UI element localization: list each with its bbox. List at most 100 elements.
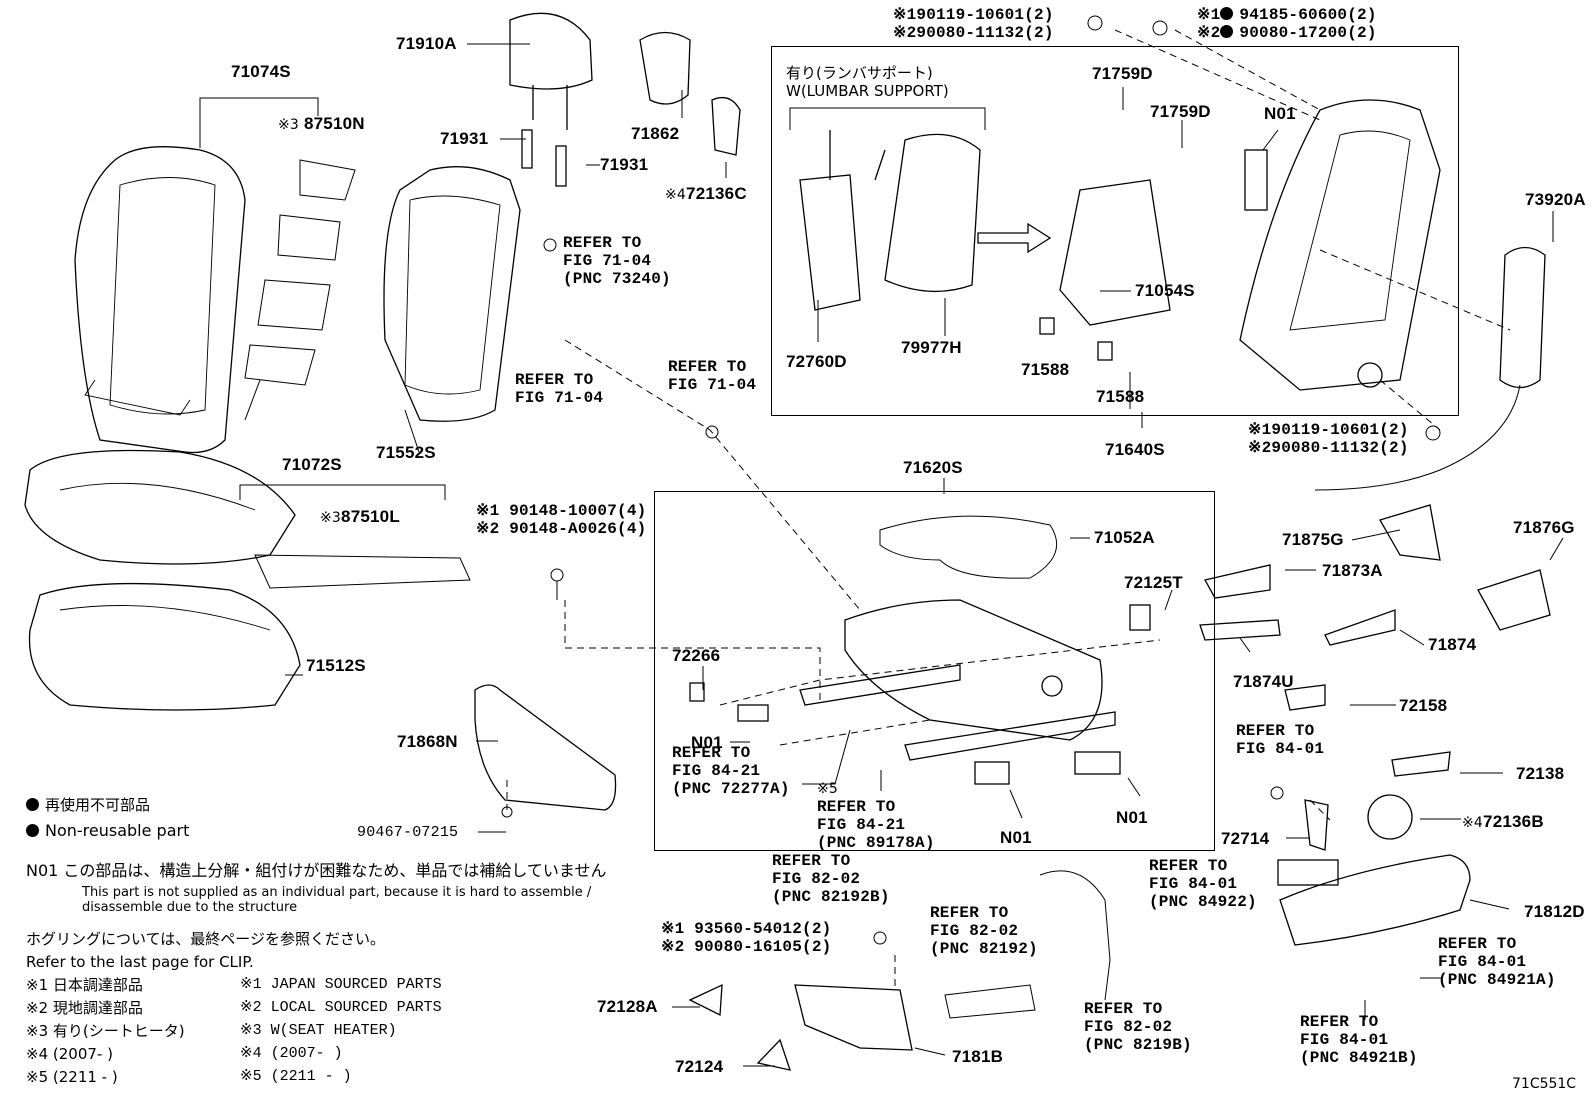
part-label-72136c-text: 72136C — [686, 184, 747, 203]
lumbar-assy-art — [1059, 179, 1171, 326]
clip-71588a-art — [1039, 317, 1055, 335]
part-label-71875g: 71875G — [1282, 530, 1344, 549]
part-label-71931-a: 71931 — [440, 129, 489, 148]
bracket-72714-art — [1304, 799, 1329, 851]
note-source-3-jp: ※3 有り(シートヒータ) — [26, 1022, 185, 1040]
part-label-n01-a: N01 — [691, 733, 723, 752]
refer-line: REFER TO — [930, 904, 1009, 922]
part-label-72138: 72138 — [1516, 764, 1565, 783]
part-label-71054s: 71054S — [1135, 281, 1195, 300]
part-label-90467-07215: 90467-07215 — [357, 824, 459, 841]
non-reusable-icon — [1220, 25, 1234, 38]
part-label-71620s: 71620S — [903, 458, 963, 477]
mark-4: ※4 — [665, 187, 687, 203]
note-source-5-jp: ※5 (2211 - ) — [26, 1068, 118, 1086]
part-label-87510l: ※387510L — [320, 507, 400, 528]
motor-n01-top-art — [1244, 149, 1268, 211]
refer-line: REFER TO — [817, 798, 896, 816]
refer-line: (PNC 84921B) — [1300, 1049, 1418, 1067]
bolt-callout-left: ※1 90148-10007(4) ※2 90148-A0026(4) — [476, 502, 646, 538]
lumbar-bracket-art — [799, 130, 886, 311]
clip-71588b-art — [1097, 341, 1113, 361]
refer-line: FIG 82-02 — [772, 870, 861, 888]
note-clip-jp: ホグリングについては、最終ページを参照ください。 — [26, 930, 385, 948]
part-label-71931-b: 71931 — [600, 155, 649, 174]
part-label-72136b-text: 72136B — [1483, 812, 1544, 831]
refer-line: FIG 82-02 — [930, 922, 1019, 940]
refer-line: (PNC 89178A) — [817, 834, 935, 852]
note-clip-en: Refer to the last page for CLIP. — [26, 953, 254, 971]
part-label-71512s: 71512S — [306, 656, 366, 675]
refer-line: FIG 71-04 — [563, 252, 652, 270]
note-source-4-en: ※4 (2007- ) — [240, 1045, 343, 1062]
switch-72125t-art — [1129, 604, 1151, 631]
bolt-callout-line: ※190119-10601(2) — [1248, 421, 1409, 439]
lumbar-support-box — [771, 46, 1459, 416]
part-label-71876g: 71876G — [1513, 518, 1575, 537]
cover-71874-art — [1324, 609, 1396, 646]
refer-line: (PNC 82192B) — [772, 888, 890, 906]
note-n01-jp: N01 この部品は、構造上分解・組付けが困難なため、単品では補給していません — [26, 861, 607, 880]
bolt-callout-line: ※2 90080-16105(2) — [661, 938, 832, 956]
part-label-71759d-a: 71759D — [1092, 64, 1153, 83]
mark-5: ※5 — [817, 781, 839, 797]
cover-71875g-art — [1379, 504, 1441, 561]
bolt-callout-line: ※290080-11132(2) — [1248, 439, 1409, 457]
part-label-71874u: 71874U — [1233, 672, 1294, 691]
part-label-72124: 72124 — [675, 1057, 724, 1076]
bolt-callout-line: ※290080-11132(2) — [893, 24, 1054, 42]
lumbar-support-heading: 有り(ランバサポート) W(LUMBAR SUPPORT) — [786, 64, 949, 100]
part-label-87510n-text: 87510N — [303, 114, 365, 133]
part-label-n01-b: N01 — [1000, 828, 1032, 847]
part-label-72136c: ※472136C — [665, 184, 747, 205]
mark-4: ※4 — [1462, 815, 1484, 831]
part-label-87510l-text: 87510L — [341, 507, 400, 526]
bolt-callout-line: ※2 90148-A0026(4) — [476, 520, 647, 538]
refer-line: FIG 71-04 — [668, 376, 757, 394]
refer-line: REFER TO — [772, 852, 851, 870]
part-label-71873a: 71873A — [1322, 561, 1383, 580]
part-label-7181b: 7181B — [952, 1047, 1004, 1066]
note-n01-en-1: This part is not supplied as an individu… — [82, 885, 592, 900]
part-label-79977h: 79977H — [901, 338, 962, 357]
part-label-71759d-b: 71759D — [1150, 102, 1211, 121]
knob-72138-art — [1391, 751, 1451, 777]
part-label-71910a: 71910A — [396, 34, 457, 53]
note-source-3-en: ※3 W(SEAT HEATER) — [240, 1022, 397, 1039]
cover-71862-art — [639, 31, 691, 105]
part-label-71874: 71874 — [1428, 635, 1477, 654]
part-label-72158: 72158 — [1399, 696, 1448, 715]
refer-line: FIG 84-01 — [1438, 953, 1527, 971]
cover-71874u-art — [1199, 619, 1281, 641]
refer-line: (PNC 8219B) — [1084, 1036, 1192, 1054]
non-reusable-icon — [26, 824, 39, 837]
part-label-71862: 71862 — [631, 124, 680, 143]
refer-line: REFER TO — [1084, 1000, 1163, 1018]
seat-cushion-pad-art — [28, 582, 301, 711]
part-label-72128a: 72128A — [597, 997, 658, 1016]
refer-line: REFER TO — [1236, 722, 1315, 740]
refer-line: FIG 84-01 — [1149, 875, 1238, 893]
refer-line: REFER TO — [668, 358, 747, 376]
refer-line: (PNC 82192) — [930, 940, 1038, 958]
knob-72136b-art — [1367, 794, 1413, 840]
part-label-71640s: 71640S — [1105, 440, 1165, 459]
part-label-72125t: 72125T — [1124, 573, 1183, 592]
part-label-71074s: 71074S — [231, 62, 291, 81]
refer-line: REFER TO — [515, 371, 594, 389]
refer-line: FIG 82-02 — [1084, 1018, 1173, 1036]
seat-cushion-cover-art — [24, 449, 296, 565]
part-label-73920a: 73920A — [1525, 190, 1586, 209]
refer-line: REFER TO — [1438, 935, 1517, 953]
motor-n01-b-art — [974, 761, 1010, 785]
